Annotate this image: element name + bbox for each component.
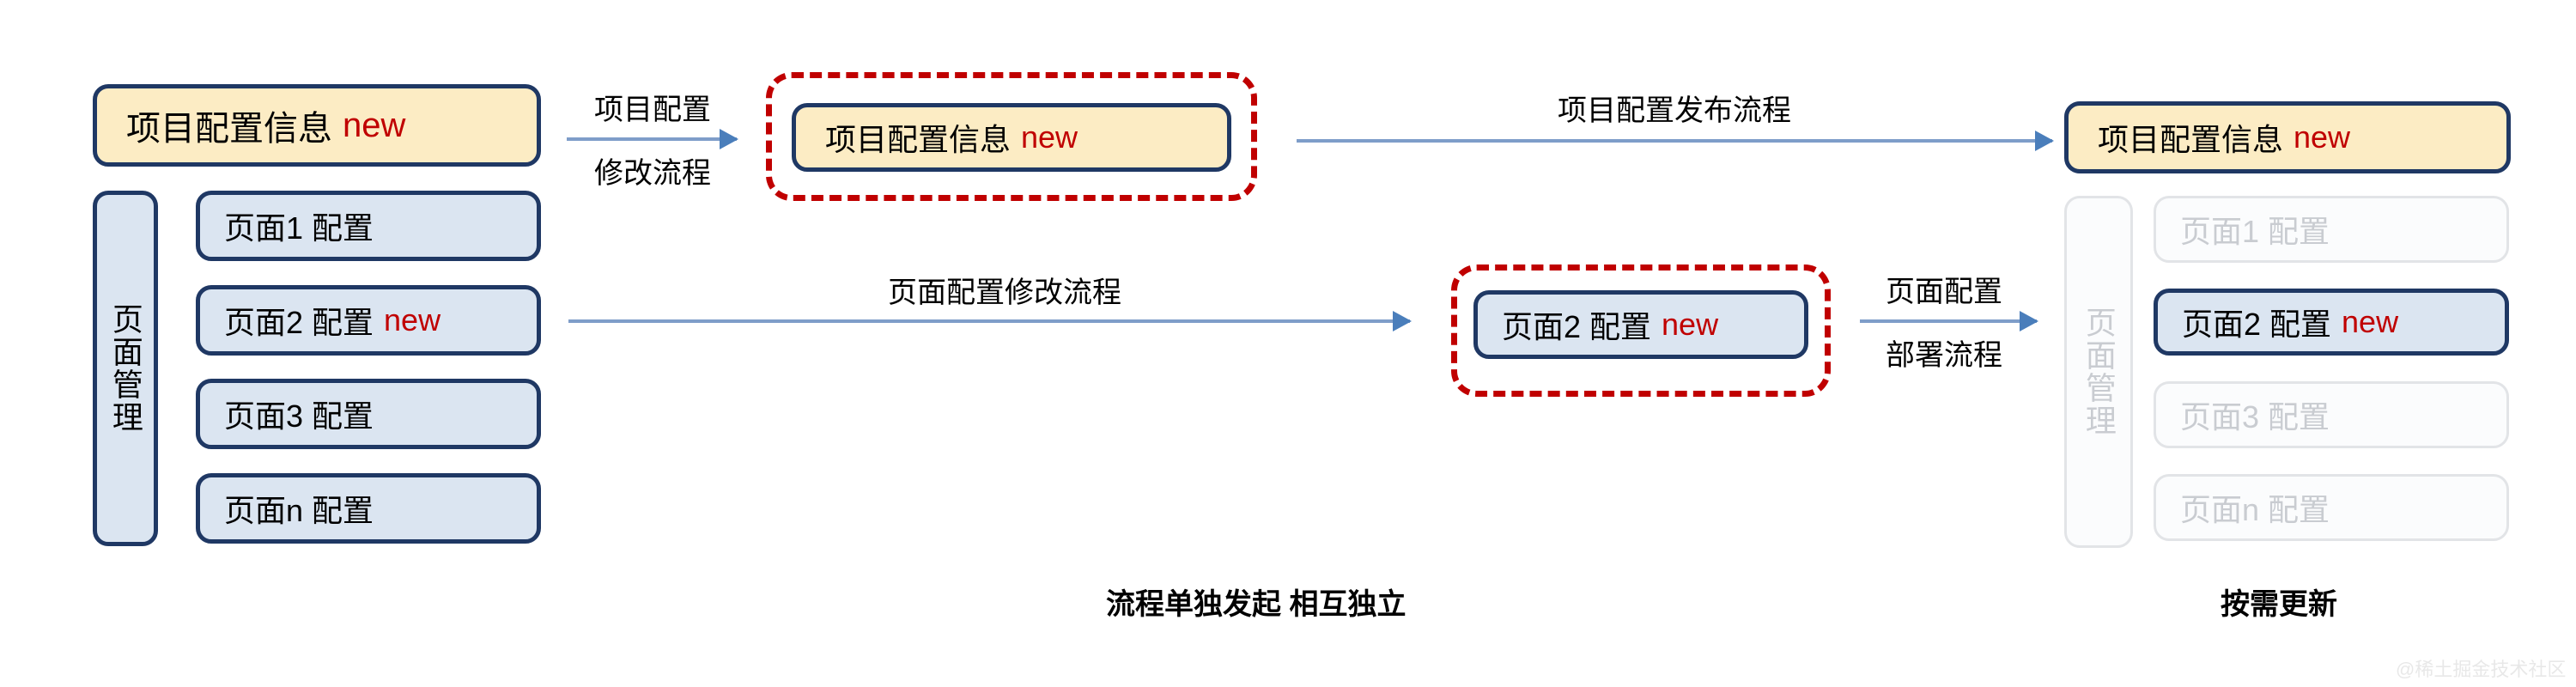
left-page-management-label: 页面管理: [107, 303, 143, 434]
project-publish-arrow: [1297, 139, 2052, 143]
page-deploy-arrow: [1860, 319, 2037, 323]
right-page-item-4-label: 页面n 配置: [2180, 492, 2330, 527]
right-page-item-3[interactable]: 页面3 配置: [2154, 381, 2509, 448]
project-publish-arrow-label: 项目配置发布流程: [1558, 94, 1791, 127]
right-page-item-2-new-badge: new: [2342, 304, 2399, 339]
page-deploy-arrow-label: 页面配置 部署流程: [1853, 275, 2035, 373]
project-modify-arrow-label-line1: 项目配置: [594, 94, 711, 126]
project-modify-arrow-label: 项目配置 修改流程: [562, 93, 743, 191]
right-page-management-rail[interactable]: 页面管理: [2064, 196, 2133, 548]
left-page-item-2[interactable]: 页面2 配置 new: [196, 285, 541, 356]
right-project-config-label: 项目配置信息: [2098, 122, 2284, 157]
middle-page-dashed-frame: [1451, 264, 1831, 397]
left-page-item-1-label: 页面1 配置: [224, 210, 374, 246]
left-project-config-new-badge: new: [343, 106, 406, 144]
left-page-item-4-label: 页面n 配置: [224, 493, 374, 528]
left-page-management-rail[interactable]: 页面管理: [93, 191, 158, 546]
right-page-item-4[interactable]: 页面n 配置: [2154, 474, 2509, 541]
right-page-item-3-label: 页面3 配置: [2180, 399, 2330, 435]
left-page-item-2-new-badge: new: [384, 302, 441, 337]
left-page-item-3-label: 页面3 配置: [224, 398, 374, 434]
left-page-item-4[interactable]: 页面n 配置: [196, 473, 541, 544]
middle-project-config-new-badge: new: [1021, 119, 1078, 155]
right-caption: 按需更新: [2221, 588, 2337, 621]
page-modify-arrow: [568, 319, 1410, 323]
right-project-config-box[interactable]: 项目配置信息 new: [2064, 101, 2511, 173]
left-page-item-2-label: 页面2 配置: [224, 305, 374, 340]
project-modify-arrow: [567, 137, 737, 141]
middle-page-config-box[interactable]: 页面2 配置 new: [1473, 290, 1808, 359]
page-modify-arrow-label: 页面配置修改流程: [888, 277, 1121, 309]
middle-project-config-label: 项目配置信息: [825, 122, 1012, 157]
middle-page-config-new-badge: new: [1662, 307, 1719, 342]
middle-project-dashed-frame: [766, 72, 1257, 201]
right-page-item-1[interactable]: 页面1 配置: [2154, 196, 2509, 263]
left-project-config-label: 项目配置信息: [126, 110, 332, 148]
left-page-item-3[interactable]: 页面3 配置: [196, 379, 541, 449]
left-project-config-box[interactable]: 项目配置信息 new: [93, 84, 541, 167]
right-page-management-label: 页面管理: [2081, 307, 2117, 437]
watermark: @稀土掘金技术社区: [2396, 659, 2567, 680]
page-deploy-arrow-label-line1: 页面配置: [1886, 276, 2002, 308]
middle-caption: 流程单独发起 相互独立: [1106, 588, 1406, 621]
middle-project-config-box[interactable]: 项目配置信息 new: [792, 103, 1231, 172]
page-deploy-arrow-label-line2: 部署流程: [1886, 339, 2002, 373]
right-page-item-2[interactable]: 页面2 配置 new: [2154, 289, 2509, 356]
left-page-item-1[interactable]: 页面1 配置: [196, 191, 541, 261]
project-modify-arrow-label-line2: 修改流程: [594, 157, 711, 191]
middle-page-config-label: 页面2 配置: [1502, 309, 1652, 344]
right-page-item-1-label: 页面1 配置: [2180, 214, 2330, 249]
right-page-item-2-label: 页面2 配置: [2182, 307, 2332, 342]
right-project-config-new-badge: new: [2293, 119, 2351, 155]
